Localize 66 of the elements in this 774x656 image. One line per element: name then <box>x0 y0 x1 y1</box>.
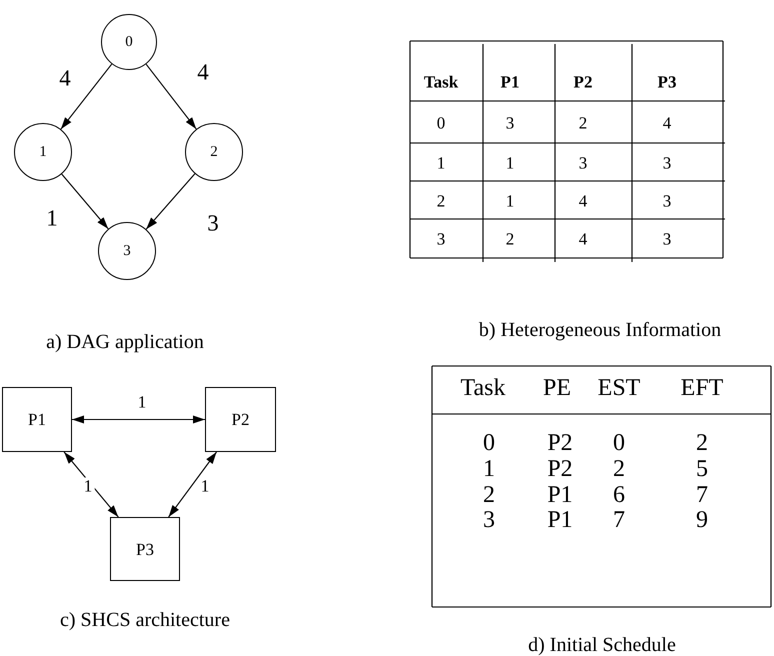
arrow <box>146 173 196 230</box>
column-header: Task <box>424 74 458 90</box>
arrow <box>60 64 112 130</box>
column-header: Task <box>460 376 506 400</box>
table-value: 2 <box>436 192 446 210</box>
table-value: 1 <box>436 154 446 172</box>
task-node-circle <box>101 14 157 70</box>
table-value: 3 <box>578 154 588 172</box>
table-value: 7 <box>696 483 708 507</box>
table-value: 2 <box>613 457 625 481</box>
task-node-circle <box>185 123 243 181</box>
column-header: PE <box>543 376 571 400</box>
table-value: P1 <box>547 483 573 507</box>
figure-caption: b) Heterogeneous Information <box>478 320 722 340</box>
node-label: P1 <box>28 411 46 428</box>
figure-caption: a) DAG application <box>46 332 204 352</box>
table-value: P1 <box>547 508 573 532</box>
table-value: 3 <box>662 230 672 248</box>
table-value: 3 <box>436 230 446 248</box>
node-label: P3 <box>136 540 154 558</box>
node-label: 0 <box>125 34 133 50</box>
node-label: 2 <box>210 144 218 160</box>
table-value: 2 <box>506 230 514 248</box>
arrow <box>168 452 217 518</box>
table-value: 0 <box>613 431 625 455</box>
table-value: 2 <box>696 431 708 455</box>
table-value: 6 <box>613 483 625 507</box>
table-value: 0 <box>483 431 495 455</box>
table-value: 0 <box>436 114 446 132</box>
edge-label: 1 <box>82 478 94 494</box>
task-node-circle <box>14 123 72 181</box>
table-value: 1 <box>506 154 514 172</box>
table-value: 4 <box>578 230 588 248</box>
arrow <box>72 416 205 424</box>
table-value: 3 <box>662 154 672 172</box>
table-value: 3 <box>662 192 672 210</box>
node-label: 1 <box>39 144 47 160</box>
task-node-circle <box>98 222 156 280</box>
table-value: 4 <box>578 192 588 210</box>
column-header: P1 <box>500 74 520 90</box>
table-value: P2 <box>547 457 573 481</box>
column-header: EFT <box>680 376 724 400</box>
column-header: P2 <box>574 74 592 90</box>
arrow <box>64 452 119 518</box>
table-value: 3 <box>483 508 495 532</box>
table-value: P2 <box>547 431 573 455</box>
arrow <box>61 174 109 230</box>
processor-box <box>2 387 72 452</box>
table-value: 4 <box>662 114 672 132</box>
column-header: P3 <box>658 74 676 90</box>
table-value: 1 <box>483 457 495 481</box>
arrow <box>146 64 197 130</box>
table-value: 5 <box>696 457 708 481</box>
table-value: 2 <box>578 114 588 132</box>
table-value: 7 <box>613 508 625 532</box>
figure-caption: d) Initial Schedule <box>528 635 676 655</box>
node-label: P2 <box>232 411 250 428</box>
table-value: 9 <box>696 508 708 532</box>
column-header: EST <box>598 376 640 400</box>
figure-caption: c) SHCS architecture <box>60 610 230 630</box>
table-value: 1 <box>506 192 514 210</box>
processor-box <box>205 387 276 452</box>
processor-box <box>110 517 180 581</box>
table-value: 2 <box>483 483 495 507</box>
table-value: 3 <box>506 114 514 132</box>
node-label: 3 <box>123 244 131 258</box>
